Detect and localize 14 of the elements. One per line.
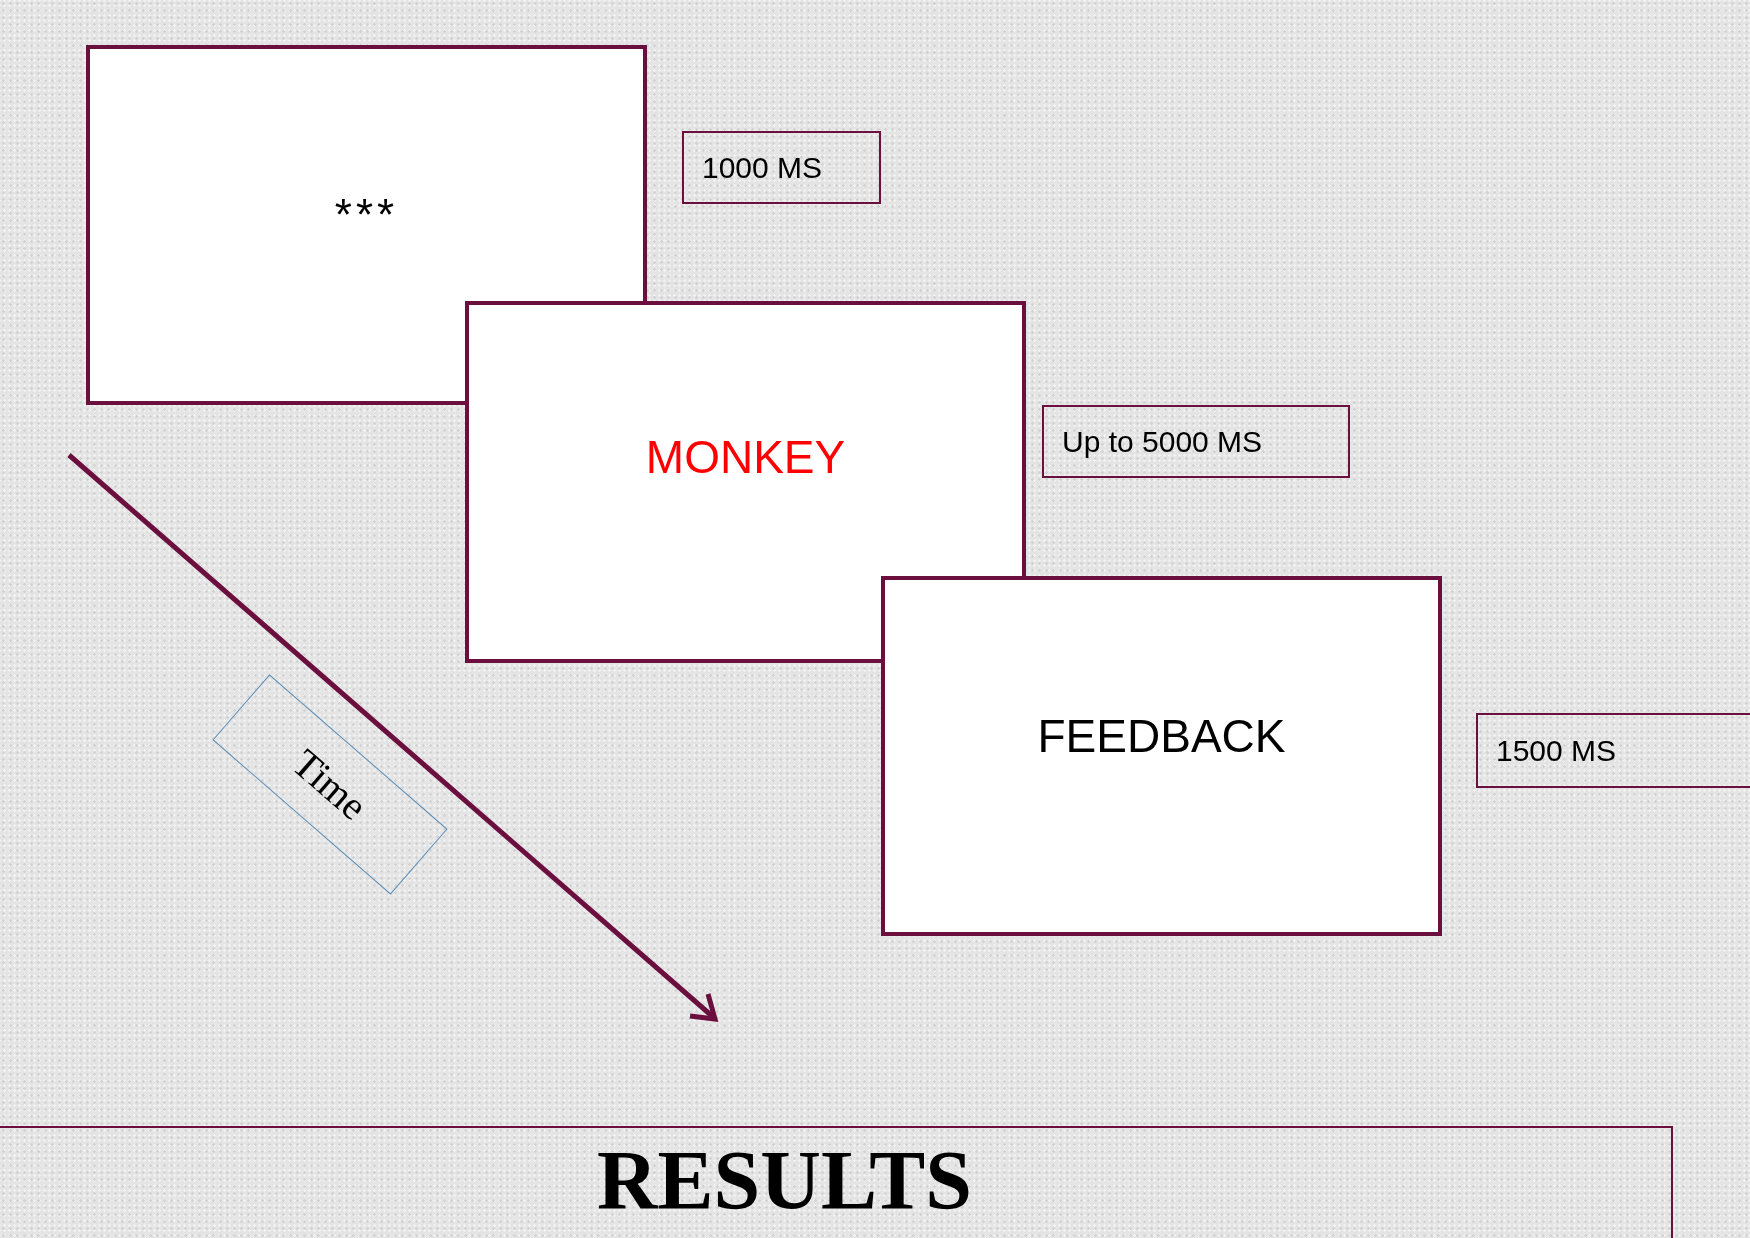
screen-box bbox=[881, 576, 1442, 936]
duration-label: Up to 5000 MS bbox=[1062, 424, 1263, 459]
duration-box bbox=[1476, 713, 1750, 788]
screen-text: *** bbox=[334, 190, 399, 240]
duration-box bbox=[682, 131, 881, 204]
screen-box bbox=[465, 301, 1026, 663]
section-band bbox=[0, 1126, 1673, 1238]
duration-box bbox=[1042, 405, 1350, 478]
duration-label: 1500 MS bbox=[1496, 733, 1617, 768]
screen-text: FEEDBACK bbox=[1037, 709, 1286, 763]
screen-box bbox=[86, 45, 647, 405]
section-heading: RESULTS bbox=[596, 1133, 973, 1229]
screen-text: MONKEY bbox=[645, 430, 846, 484]
duration-label: 1000 MS bbox=[702, 150, 823, 185]
